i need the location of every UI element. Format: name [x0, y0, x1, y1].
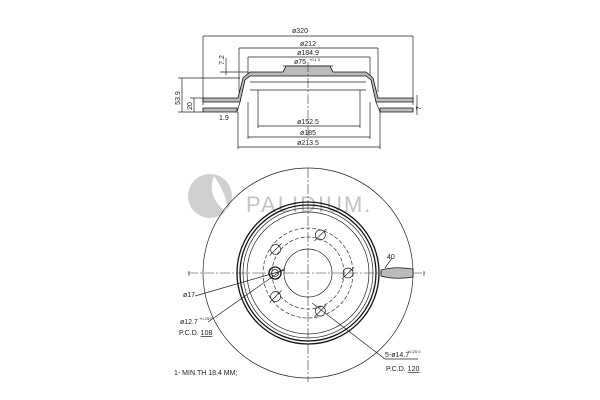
dim-185: ø185: [300, 130, 316, 137]
label-hole-17: ø17: [183, 292, 195, 299]
dim-75-tol: +0.1 0: [309, 57, 321, 62]
bolt-hole: [342, 267, 354, 279]
label-bolt-holes-tol: +0.25 0: [407, 349, 421, 354]
dim-40: 40: [387, 254, 395, 261]
bolt-holes: [269, 228, 355, 318]
dim-7-2: 7.2: [219, 55, 226, 65]
label-pcd-120: P.C.D. 120: [386, 366, 419, 373]
disc-section-top: [202, 65, 414, 103]
bolt-hole: [315, 229, 326, 241]
dim-320: ø320: [292, 28, 308, 35]
dim-212: ø212: [300, 41, 316, 48]
section-mark-left: I: [188, 271, 190, 278]
note-min-thickness: 1- MIN.TH 18.4 MM;: [174, 370, 237, 377]
bolt-hole-mark: [269, 290, 282, 303]
label-bolt-holes: 5-ø14.7: [385, 352, 409, 359]
label-pcd-108: P.C.D. 108: [179, 330, 212, 337]
bolt-hole-mark: [314, 228, 327, 242]
bolt-hole: [315, 305, 326, 317]
section-view: ø320 ø212 ø184.9 ø75 +0.1 0 53.9 20 7.2 …: [175, 28, 423, 149]
bolt-hole-mark: [341, 266, 355, 280]
logo-swoosh-icon: [211, 176, 227, 212]
dim-213-5: ø213.5: [297, 140, 319, 147]
bolt-hole-mark: [314, 304, 327, 318]
dim-7: 7: [416, 106, 423, 110]
dim-75: ø75: [294, 59, 306, 66]
bolt-hole-mark: [269, 243, 282, 256]
section-mark-right: I: [423, 271, 425, 278]
dim-1-9: 1.9: [219, 115, 229, 122]
front-view: I I 40 ø17 ø12.7 +0.25 0 P.C.D. 108 5-ø1…: [179, 167, 425, 382]
label-hole-12-7: ø12.7: [180, 319, 198, 326]
dim-152-5: ø152.5: [297, 119, 319, 126]
vent-slot: [380, 267, 414, 279]
dim-184-9: ø184.9: [297, 50, 319, 57]
bolt-hole: [270, 291, 281, 302]
dim-53-9: 53.9: [175, 91, 182, 105]
dim-20: 20: [187, 102, 194, 110]
label-hole-12-7-tol: +0.25 0: [199, 316, 213, 321]
hole-17: [268, 266, 282, 280]
bolt-hole: [270, 244, 281, 255]
